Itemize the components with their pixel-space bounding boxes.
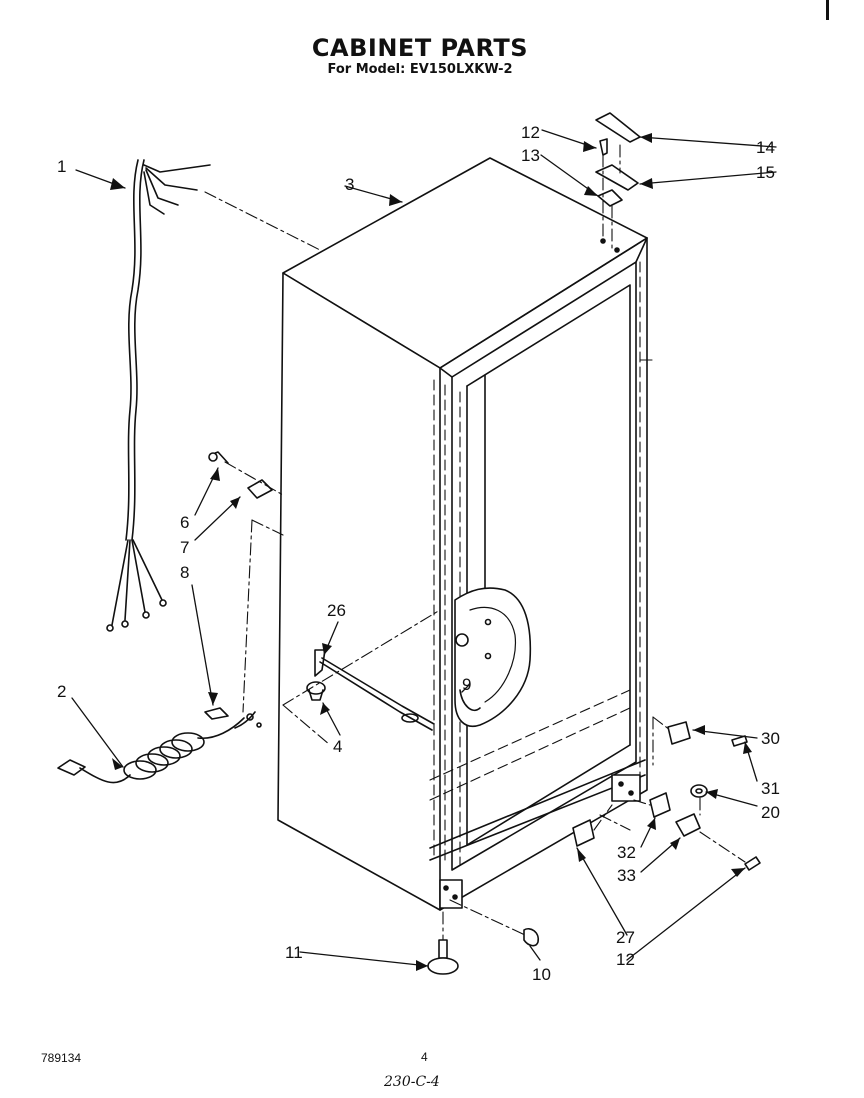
callout-7: 7 <box>180 538 189 557</box>
callout-8: 8 <box>180 563 189 582</box>
callout-11: 11 <box>285 943 303 962</box>
callout-30: 30 <box>761 729 780 748</box>
callout-27: 27 <box>616 928 635 947</box>
leveling-feet <box>427 927 540 975</box>
cord-clamp <box>204 707 262 729</box>
callout-labels: 1 2 3 4 6 7 8 9 10 11 12 12 13 14 15 20 … <box>57 123 780 984</box>
callout-33: 33 <box>617 866 636 885</box>
callout-13: 13 <box>521 146 540 165</box>
drain-cap <box>306 681 326 701</box>
tube-clamp <box>459 689 481 712</box>
top-hinge-assembly <box>595 112 641 207</box>
callout-2: 2 <box>57 682 66 701</box>
arrowheads <box>110 133 752 971</box>
callout-26: 26 <box>327 601 346 620</box>
callout-31: 31 <box>761 779 780 798</box>
edge-mark <box>826 0 829 20</box>
callout-32: 32 <box>617 843 636 862</box>
model-subtitle: For Model: EV150LXKW-2 <box>327 62 513 77</box>
drain-tube <box>314 649 435 731</box>
lower-hinge-hardware <box>572 721 761 871</box>
assembly-lines <box>204 144 746 941</box>
page-number: 4 <box>421 1050 428 1064</box>
drawing-number: 789134 <box>41 1051 82 1065</box>
page-title: CABINET PARTS <box>311 34 529 62</box>
callout-6: 6 <box>180 513 189 532</box>
callout-12-bottom: 12 <box>616 950 635 969</box>
power-cord <box>57 717 245 784</box>
leader-lines <box>71 129 777 967</box>
callout-15: 15 <box>756 163 775 182</box>
callout-10: 10 <box>532 965 551 984</box>
callout-12-top: 12 <box>521 123 540 142</box>
callout-20: 20 <box>761 803 780 822</box>
handwritten-note: 230-C-4 <box>384 1074 440 1090</box>
screw-and-clip <box>208 451 273 499</box>
callout-3: 3 <box>345 175 354 194</box>
callout-14: 14 <box>756 138 775 157</box>
callout-4: 4 <box>333 737 342 756</box>
callout-9: 9 <box>462 675 471 694</box>
wiring-harness <box>106 159 211 632</box>
callout-1: 1 <box>57 157 66 176</box>
cabinet-body <box>277 157 648 911</box>
